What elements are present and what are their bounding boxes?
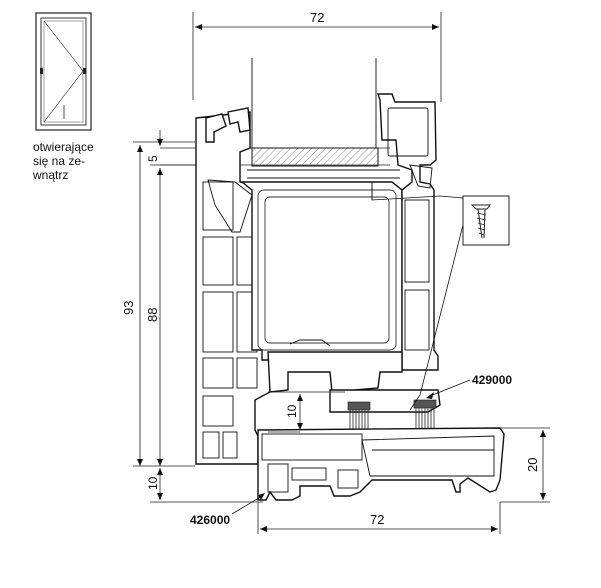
inner-height-dimension: 88 [145,164,196,466]
brush-seals [347,399,437,430]
glass-pane-section [251,147,379,167]
threshold-sill-profile [257,427,505,501]
part-number-upper: 429000 [426,373,512,399]
caption-line-1: otwierające [33,140,94,154]
sash-profile [240,169,403,361]
bottom-width-dimension: 72 [257,502,501,534]
part-number-upper-label: 429000 [472,373,512,387]
door-elevation-icon [35,12,92,131]
inner-height-value: 88 [145,308,160,322]
right-frame-profile [377,93,439,371]
sill-step-dimension: 10 [268,391,345,433]
top-width-value: 72 [310,10,324,25]
part-number-lower-label: 426000 [190,513,230,527]
sill-height-dimension: 20 [500,427,550,503]
sill-height-value: 20 [525,458,540,472]
caption-line-2: się na ze- [33,154,85,168]
caption-line-3: wnątrz [32,168,68,182]
screw-icon [462,195,510,246]
overall-height-dimension: 93 [121,141,195,466]
part-number-lower: 426000 [190,493,265,527]
top-width-dimension: 72 [192,10,442,102]
sill-step-value: 10 [285,404,299,418]
bottom-offset-dimension: 10 [133,465,263,503]
top-offset-value: 5 [146,155,160,162]
overall-height-value: 93 [121,301,136,315]
bottom-offset-value: 10 [146,476,160,490]
bottom-width-value: 72 [370,512,384,527]
